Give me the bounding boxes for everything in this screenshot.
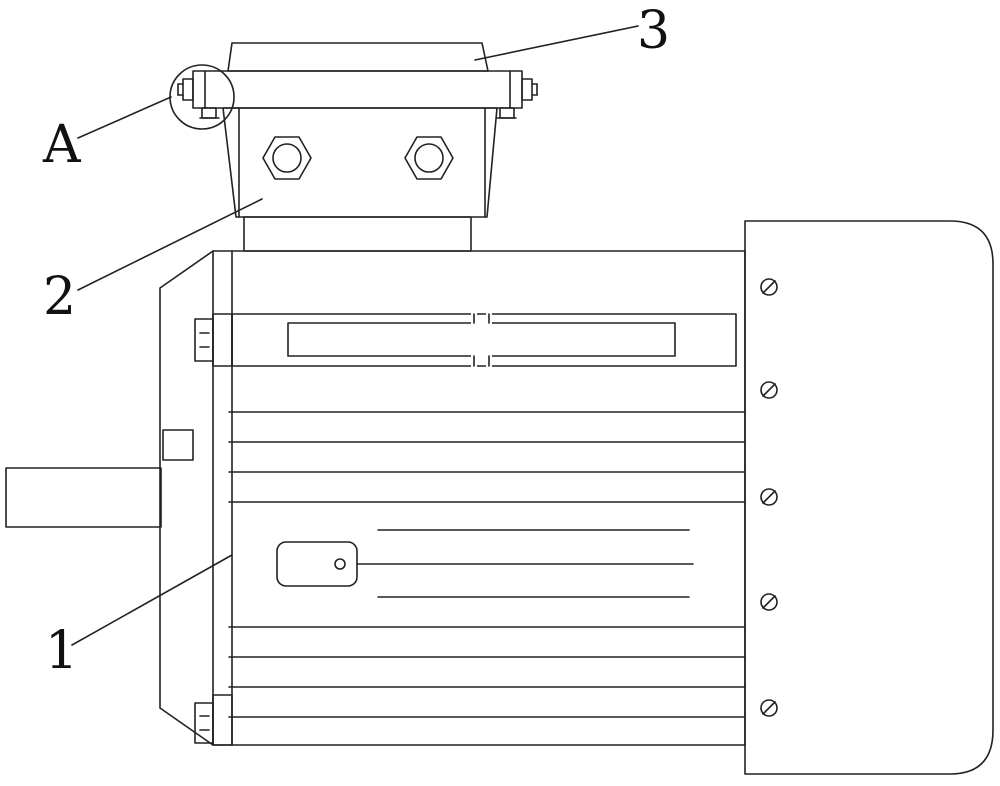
label-2: 2 — [43, 267, 76, 327]
fan-cover — [745, 221, 993, 774]
leader-line-2 — [78, 199, 262, 290]
leader-lines — [72, 26, 638, 645]
fan-cover-screws — [761, 279, 777, 716]
leader-line-3 — [475, 26, 638, 60]
shaft — [6, 468, 161, 527]
label-a: A — [42, 115, 82, 175]
front-end-shield — [160, 251, 213, 745]
leader-line-a — [78, 97, 171, 138]
leader-line-1 — [72, 555, 232, 645]
detail-circle-a — [170, 65, 234, 129]
label-3: 3 — [637, 1, 670, 61]
motor-body — [195, 251, 745, 745]
label-1: 1 — [45, 621, 78, 681]
junction-box-base — [223, 108, 497, 251]
